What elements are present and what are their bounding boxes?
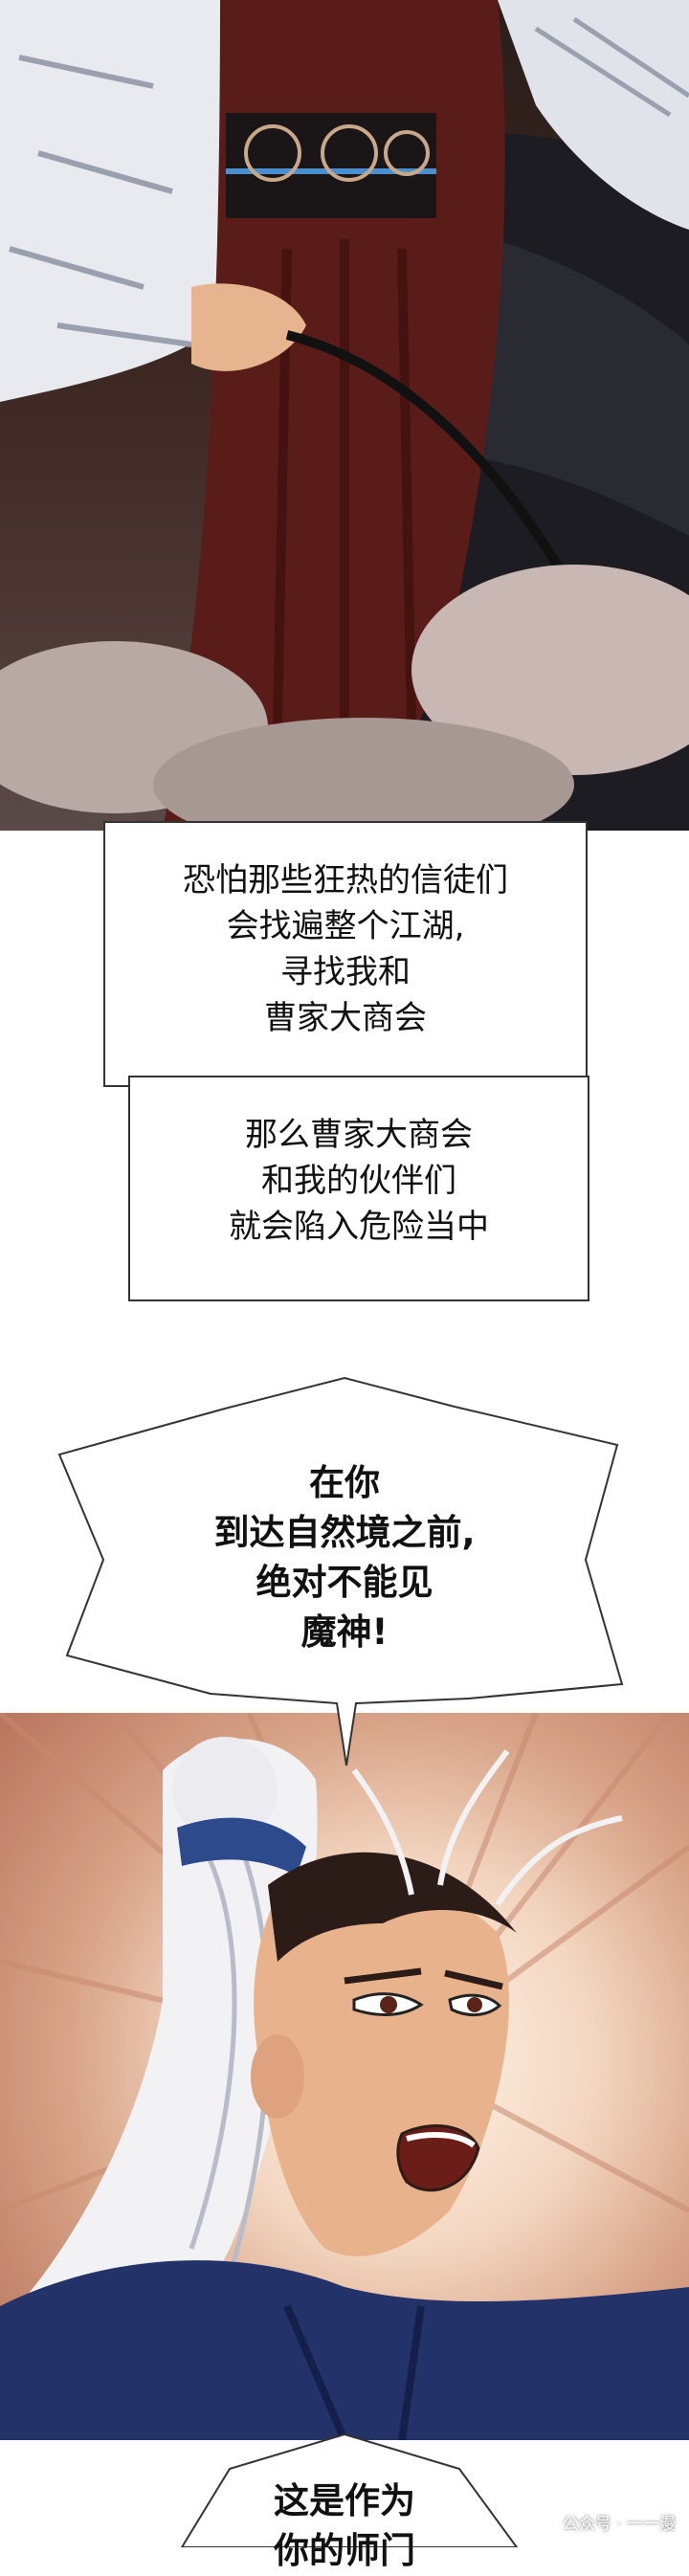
bubble-line: 你的师门	[274, 2530, 415, 2571]
speech-bubble-2	[180, 2432, 519, 2547]
shouting-master-illustration	[0, 1713, 689, 2440]
narration-line: 会找遍整个江湖,	[226, 907, 465, 945]
speech-bubble-1	[57, 1376, 624, 1766]
watermark-text: 公众号 · 一一漫	[562, 2515, 676, 2534]
narration-line: 曹家大商会	[264, 999, 427, 1037]
narration-line: 寻找我和	[280, 953, 411, 991]
warrior-horse-panel	[0, 0, 689, 831]
narration-line: 和我的伙伴们	[261, 1162, 456, 1200]
narration-text-1: 恐怕那些狂热的信徒们 会找遍整个江湖, 寻找我和 曹家大商会	[105, 857, 586, 1041]
narration-text-2: 那么曹家大商会 和我的伙伴们 就会陷入危险当中	[130, 1112, 588, 1250]
narration-box-2: 那么曹家大商会 和我的伙伴们 就会陷入危险当中	[128, 1076, 589, 1301]
bubble-line: 在你	[309, 1462, 380, 1503]
bubble-line: 这是作为	[274, 2480, 415, 2521]
speech-bubble-2-text: 这是作为 你的师门	[201, 2476, 488, 2576]
bubble-line: 魔神!	[300, 1611, 389, 1653]
warrior-horse-illustration	[0, 0, 689, 831]
narration-line: 那么曹家大商会	[245, 1116, 473, 1154]
narration-line: 恐怕那些狂热的信徒们	[183, 861, 508, 899]
shouting-master-panel	[0, 1713, 689, 2440]
bubble-line: 到达自然境之前,	[213, 1512, 476, 1553]
narration-box-1: 恐怕那些狂热的信徒们 会找遍整个江湖, 寻找我和 曹家大商会	[103, 821, 588, 1087]
narration-line: 就会陷入危险当中	[229, 1208, 489, 1246]
speech-bubble-1-text: 在你 到达自然境之前, 绝对不能见 魔神!	[153, 1458, 536, 1657]
bubble-line: 绝对不能见	[256, 1562, 433, 1603]
